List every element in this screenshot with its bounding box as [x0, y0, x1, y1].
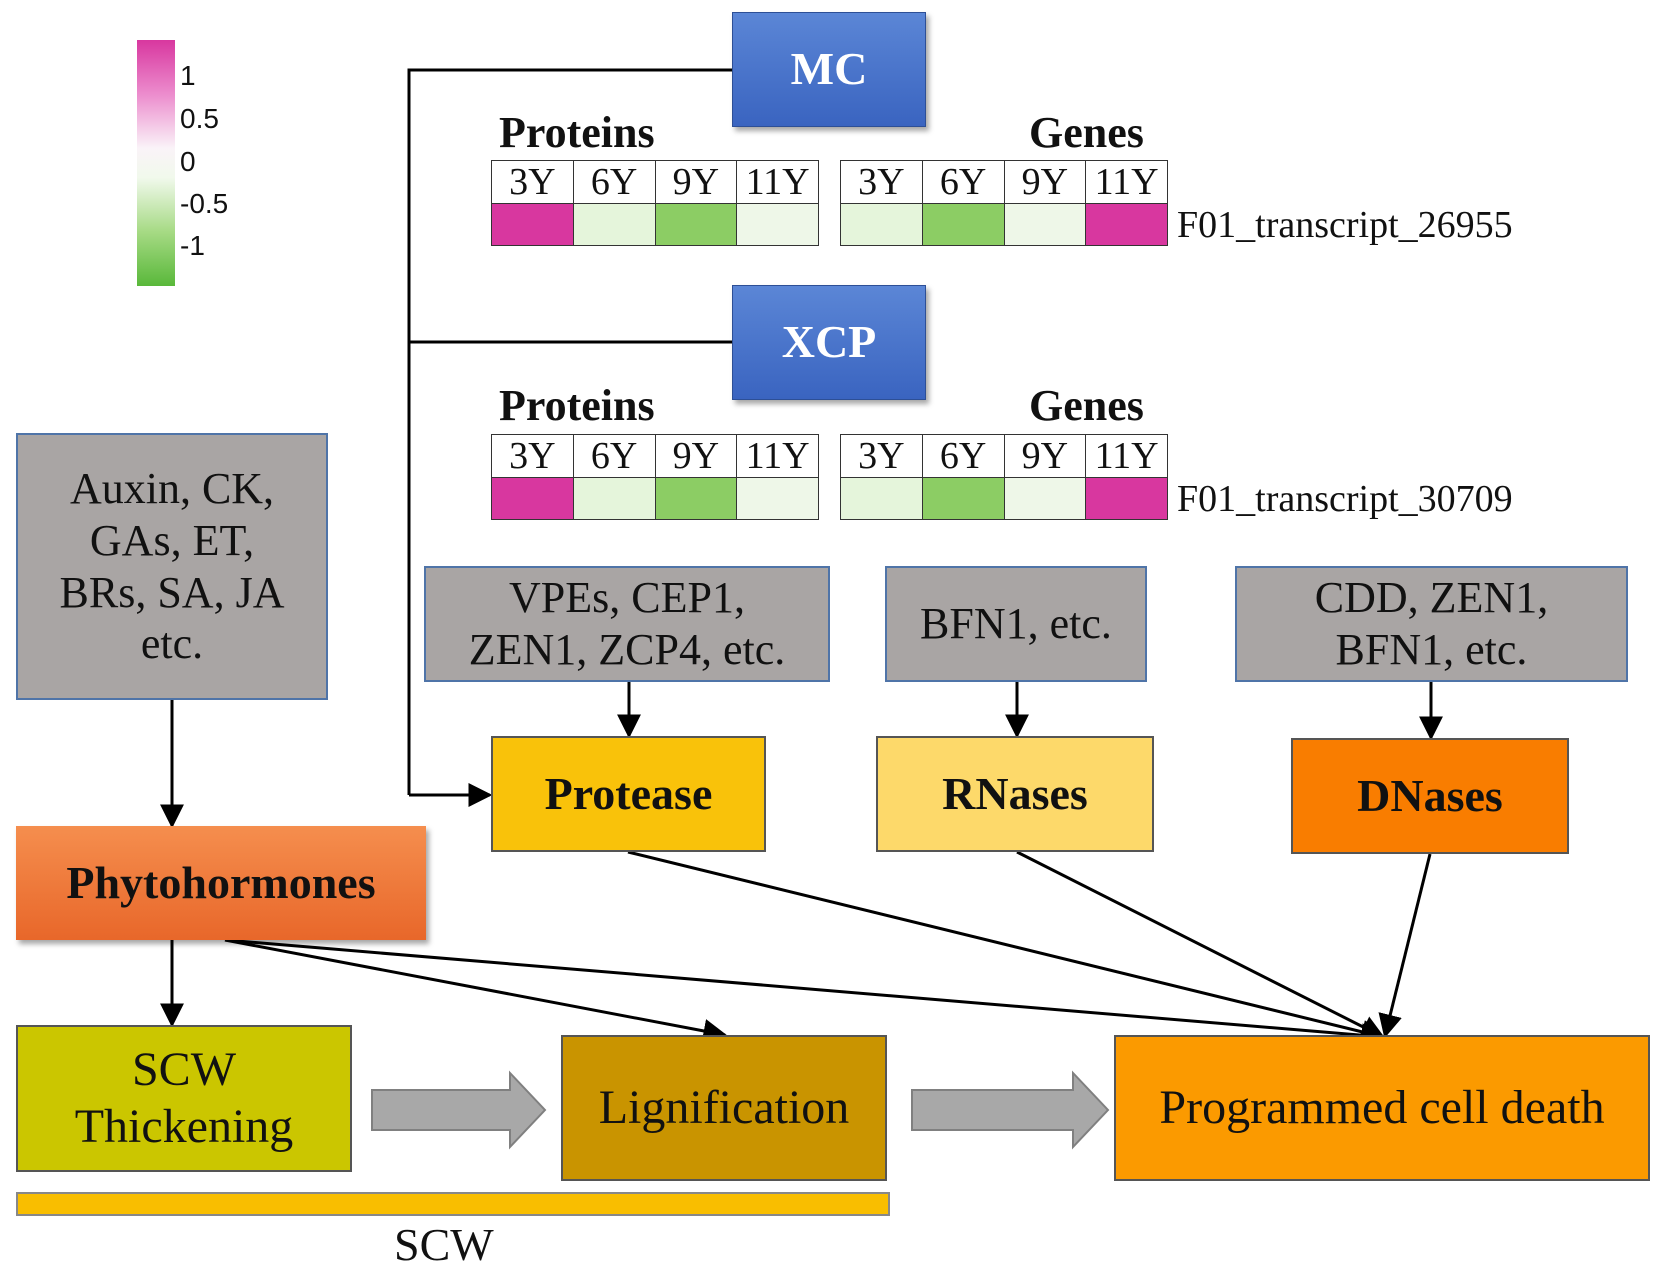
rnases-box: RNases [876, 736, 1154, 852]
hormone-line: GAs, ET, [89, 515, 255, 565]
heat-cell [572, 203, 656, 246]
protease-genes-box: VPEs, CEP1, ZEN1, ZCP4, etc. [424, 566, 830, 682]
hormone-list-box: Auxin, CK, GAs, ET, BRs, SA, JA etc. [16, 433, 328, 700]
scale-tick: 0.5 [180, 103, 219, 134]
mc-genes-label: Genes [1029, 108, 1144, 157]
phytohormones-label: Phytohormones [66, 856, 376, 908]
scale-tick: 0 [180, 146, 196, 177]
mc-box: MC [732, 12, 926, 127]
xcp-gene-heatmap: 3Y 6Y 9Y 11Y [840, 434, 1168, 520]
scw-thickening-line: SCW [131, 1042, 236, 1096]
year-cell: 11Y [736, 434, 819, 478]
lignification-box: Lignification [561, 1035, 887, 1181]
mc-title: MC [790, 43, 868, 95]
mc-proteins-label: Proteins [499, 108, 655, 157]
heat-cell [840, 203, 923, 246]
heat-cell [736, 203, 819, 246]
heat-cell [1085, 203, 1168, 246]
protease-box: Protease [491, 736, 766, 852]
dnases-label: DNases [1357, 769, 1503, 821]
year-cell: 11Y [1085, 160, 1168, 204]
rnase-genes-line: BFN1, etc. [920, 599, 1112, 649]
dnase-genes-line: BFN1, etc. [1335, 625, 1528, 674]
scw-thickening-box: SCW Thickening [16, 1025, 352, 1172]
heat-cell [654, 203, 738, 246]
scw-to-lignification-arrow [371, 1070, 547, 1150]
mc-transcript-id: F01_transcript_26955 [1177, 204, 1513, 246]
scale-tick: -1 [180, 230, 205, 261]
heat-cell [491, 203, 574, 246]
year-cell: 6Y [572, 434, 656, 478]
heat-cell [921, 203, 1005, 246]
year-cell: 3Y [840, 434, 923, 478]
year-cell: 3Y [491, 160, 574, 204]
heat-cell [1003, 203, 1087, 246]
scale-tick: -0.5 [180, 188, 229, 219]
rnases-to-pcd-arrow [1016, 850, 1386, 1039]
mc-protein-heatmap: 3Y 6Y 9Y 11Y [491, 160, 819, 246]
year-cell: 6Y [921, 434, 1005, 478]
xcp-title: XCP [781, 316, 877, 368]
mc-connector [407, 68, 732, 795]
phytohormones-to-pcd-arrow [224, 938, 1386, 1048]
lignification-to-pcd-arrow [911, 1070, 1110, 1150]
scw-bar [16, 1192, 890, 1216]
rnases-label: RNases [942, 767, 1088, 819]
protease-label: Protease [544, 767, 713, 819]
year-cell: 3Y [840, 160, 923, 204]
xcp-genes-label: Genes [1029, 381, 1144, 430]
protease-genes-line: VPEs, CEP1, [509, 573, 745, 623]
heat-cell [654, 477, 738, 520]
hormone-line: etc. [140, 619, 204, 669]
phytohormones-box: Phytohormones [16, 826, 426, 940]
heat-cell [572, 477, 656, 520]
year-cell: 9Y [654, 434, 738, 478]
heat-cell [1085, 477, 1168, 520]
year-cell: 11Y [1085, 434, 1168, 478]
pcd-label: Programmed cell death [1159, 1080, 1605, 1134]
hormone-line: Auxin, CK, [69, 463, 275, 513]
xcp-transcript-id: F01_transcript_30709 [1177, 478, 1513, 520]
year-cell: 9Y [1003, 160, 1087, 204]
year-cell: 6Y [921, 160, 1005, 204]
dnases-box: DNases [1291, 738, 1569, 854]
xcp-box: XCP [732, 285, 926, 400]
heat-cell [921, 477, 1005, 520]
mc-gene-heatmap: 3Y 6Y 9Y 11Y [840, 160, 1168, 246]
scw-thickening-line: Thickening [74, 1099, 294, 1153]
scale-tick: 1 [180, 60, 196, 91]
xcp-proteins-label: Proteins [499, 381, 655, 430]
heat-cell [1003, 477, 1087, 520]
scw-label: SCW [394, 1219, 494, 1270]
pcd-box: Programmed cell death [1114, 1035, 1650, 1181]
protease-to-pcd-arrow [627, 850, 1386, 1044]
xcp-protein-heatmap: 3Y 6Y 9Y 11Y [491, 434, 819, 520]
heat-cell [840, 477, 923, 520]
heat-cell [491, 477, 574, 520]
year-cell: 9Y [1003, 434, 1087, 478]
phytohormones-to-lignification-arrow [224, 938, 728, 1043]
dnases-to-pcd-arrow [1378, 853, 1432, 1039]
year-cell: 3Y [491, 434, 574, 478]
year-cell: 6Y [572, 160, 656, 204]
color-scale-bar [137, 40, 175, 286]
lignification-label: Lignification [598, 1080, 850, 1134]
year-cell: 11Y [736, 160, 819, 204]
rnase-genes-box: BFN1, etc. [885, 566, 1147, 682]
protease-genes-line: ZEN1, ZCP4, etc. [468, 625, 786, 674]
hormone-line: BRs, SA, JA [59, 567, 285, 617]
heat-cell [736, 477, 819, 520]
dnase-genes-box: CDD, ZEN1, BFN1, etc. [1235, 566, 1628, 682]
dnase-genes-line: CDD, ZEN1, [1314, 573, 1549, 623]
year-cell: 9Y [654, 160, 738, 204]
